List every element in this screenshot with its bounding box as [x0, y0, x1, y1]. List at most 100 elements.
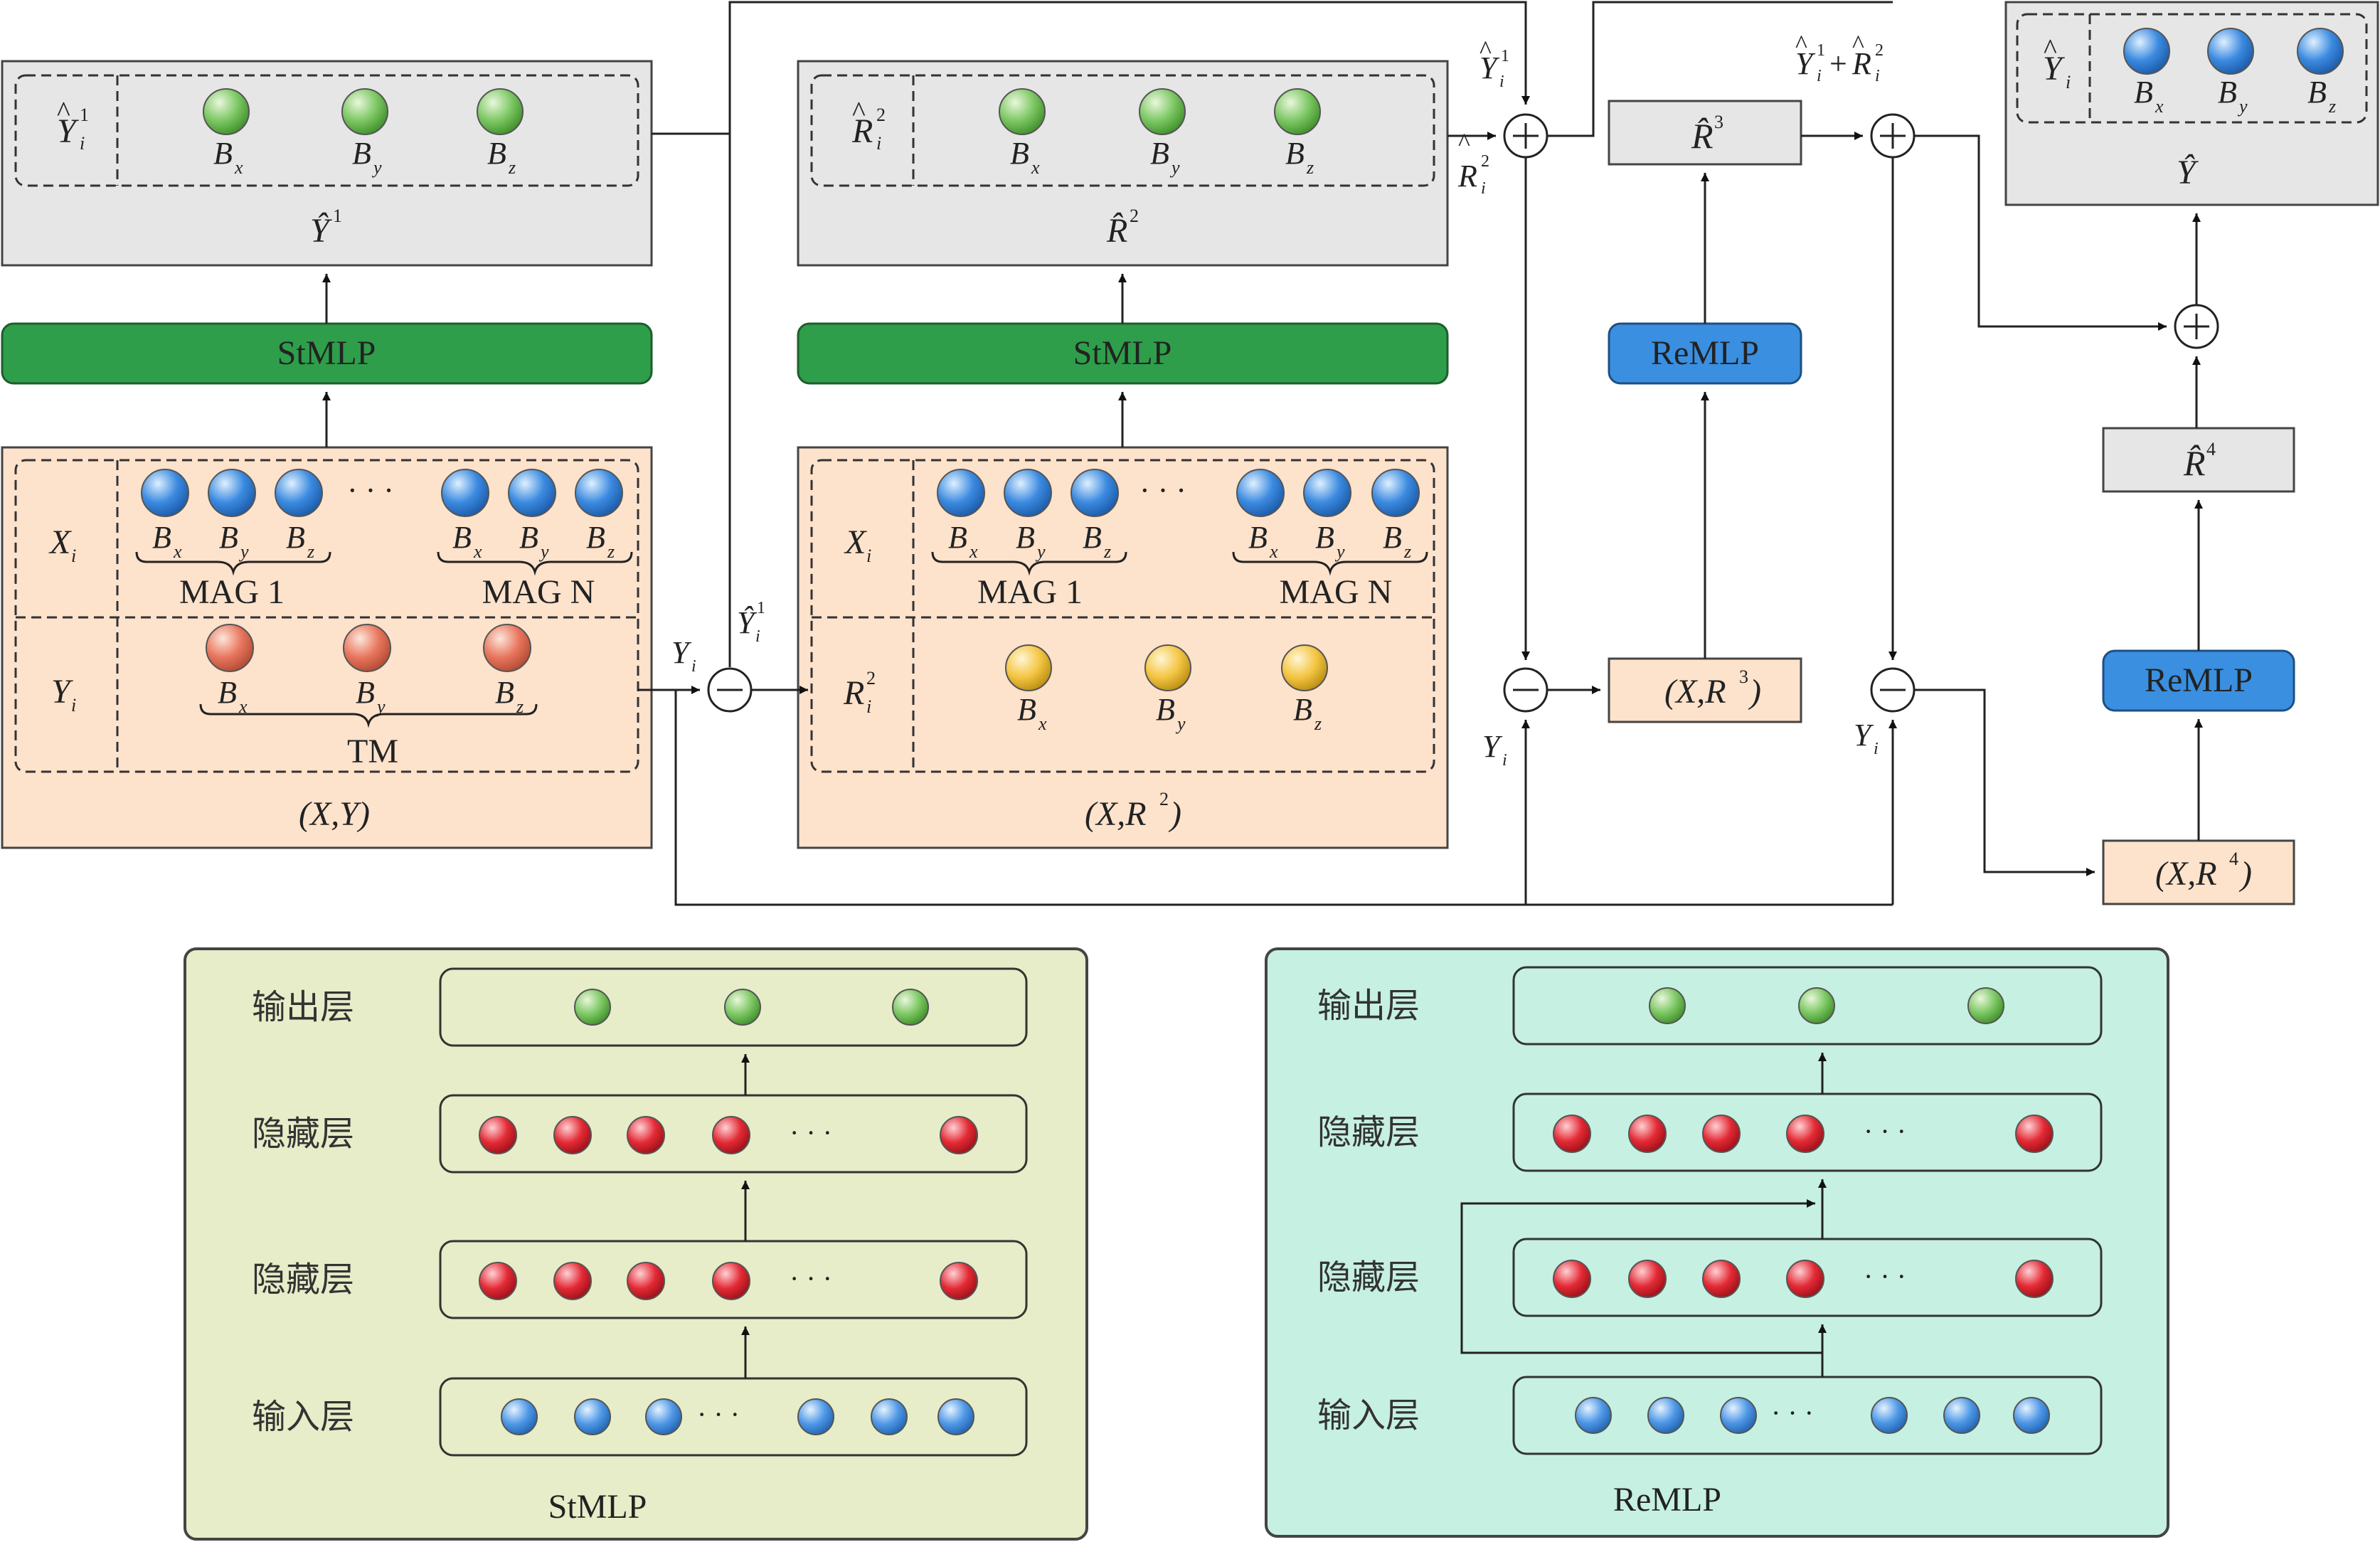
node-red	[479, 1262, 517, 1300]
r3-box: R̂ 3	[1608, 100, 1802, 166]
comp-by: B	[352, 136, 371, 171]
svg-text:Y: Y	[1482, 729, 1503, 764]
svg-text:i: i	[1875, 67, 1880, 85]
comp-by-sub: y	[538, 541, 549, 562]
comp-by-sub: y	[1035, 541, 1046, 562]
node-green	[1649, 987, 1686, 1024]
node-green	[1798, 987, 1835, 1024]
svg-text:Y: Y	[1479, 50, 1500, 85]
svg-text:^: ^	[1852, 30, 1864, 58]
node-green	[892, 989, 929, 1026]
comp-bz: B	[286, 520, 305, 555]
remlp-legend-title: ReMLP	[1613, 1481, 1721, 1519]
node-red	[627, 1262, 665, 1300]
out2-left-label: R	[851, 112, 873, 150]
comp-bz: B	[586, 520, 605, 555]
comp-by-sub: y	[375, 696, 386, 717]
node-green	[1967, 987, 2004, 1024]
ellipsis: · · ·	[1864, 1260, 1906, 1292]
comp-bz: B	[1285, 136, 1305, 171]
node-blue	[1071, 469, 1119, 517]
brace	[437, 551, 633, 576]
ellipsis: · · ·	[790, 1262, 832, 1294]
node-red	[1553, 1115, 1591, 1153]
comp-bz-sub: z	[1306, 157, 1314, 178]
svg-text:(X,R: (X,R	[2155, 855, 2217, 893]
input-panel-1: X i Y i · · · B x B y B z B x B y B z MA…	[1, 446, 653, 849]
layer-label: 隐藏层	[1317, 1257, 1420, 1297]
comp-bz-sub: z	[1103, 541, 1111, 562]
comp-bx-sub: x	[1038, 713, 1047, 734]
group-mag1: MAG 1	[977, 573, 1083, 611]
out2-left-sup: 2	[876, 105, 886, 125]
annotations: Y ^ 1 i ^ R 2 i ^ Y 1 i + ^ R 2 i Ŷ 1 i …	[671, 30, 1884, 770]
comp-by: B	[2218, 75, 2237, 110]
minus-op-2	[1503, 667, 1548, 713]
node-blue	[871, 1398, 908, 1435]
node-blue	[2123, 28, 2170, 75]
in2-row2-label: R	[843, 674, 864, 712]
node-red	[1628, 1260, 1667, 1298]
input-panel-2: X i R 2 i · · · B x B y B z B x B y B z …	[797, 446, 1449, 849]
svg-text:1: 1	[757, 599, 765, 617]
layer-label: 隐藏层	[252, 1114, 354, 1154]
comp-bz: B	[495, 675, 514, 710]
comp-bx-sub: x	[173, 541, 182, 562]
comp-bx-sub: x	[234, 157, 243, 178]
comp-by-sub: y	[238, 541, 249, 562]
node-green	[203, 88, 250, 135]
node-blue	[275, 469, 323, 517]
out2-left-sub: i	[876, 133, 881, 154]
svg-text:ReMLP: ReMLP	[1651, 334, 1759, 372]
node-blue	[141, 469, 189, 517]
node-blue	[645, 1398, 682, 1435]
node-blue	[937, 469, 985, 517]
remlp-block-4: ReMLP	[2102, 649, 2295, 712]
comp-bz-sub: z	[1314, 713, 1322, 734]
node-blue	[501, 1398, 538, 1435]
svg-text:2: 2	[1875, 41, 1884, 60]
output-panel-final: ^ Y i B x B y B z Ŷ	[2004, 1, 2379, 206]
stmlp-legend: 输出层 隐藏层 隐藏层 输入层 · · · · · · · · · StMLP	[184, 947, 1088, 1541]
node-red	[2015, 1115, 2054, 1153]
out2-caption: R̂	[1106, 211, 1127, 250]
node-red	[553, 1262, 592, 1300]
xr4-box: (X,R 4 )	[2102, 839, 2295, 905]
node-green	[574, 989, 611, 1026]
in2-row2-sup: 2	[866, 668, 876, 688]
in1-row2-label: Y	[51, 673, 73, 711]
svg-text:Y: Y	[671, 635, 692, 670]
plus-op-1	[1503, 113, 1548, 159]
comp-bz-sub: z	[607, 541, 615, 562]
svg-text:2: 2	[1481, 152, 1489, 171]
group-magN: MAG N	[1280, 573, 1393, 611]
svg-text:Y: Y	[1854, 718, 1874, 753]
in2-row1-label: X	[844, 523, 867, 561]
svg-text:i: i	[1502, 751, 1507, 770]
comp-bx: B	[1010, 136, 1029, 171]
node-blue	[208, 469, 256, 517]
node-blue	[575, 469, 623, 517]
node-red-orange	[483, 624, 531, 672]
final-left-sub: i	[2066, 72, 2071, 92]
node-red	[553, 1116, 592, 1154]
minus-op-1	[707, 667, 753, 713]
svg-text:3: 3	[1714, 112, 1723, 132]
ellipsis: · · ·	[347, 473, 394, 508]
node-blue	[1371, 469, 1420, 517]
out1-left-label: Y	[57, 112, 79, 150]
group-magN: MAG N	[482, 573, 595, 611]
in2-row2-sub: i	[866, 696, 871, 717]
svg-text:i: i	[1481, 179, 1486, 198]
svg-text:i: i	[755, 627, 760, 646]
svg-text:R̂: R̂	[2183, 443, 2206, 483]
comp-bx: B	[1017, 692, 1036, 727]
comp-bz-sub: z	[508, 157, 516, 178]
r4-box: R̂ 4	[2102, 427, 2295, 493]
node-green	[477, 88, 524, 135]
node-blue	[2297, 28, 2344, 75]
comp-by: B	[1150, 136, 1169, 171]
node-yellow	[1005, 644, 1052, 691]
